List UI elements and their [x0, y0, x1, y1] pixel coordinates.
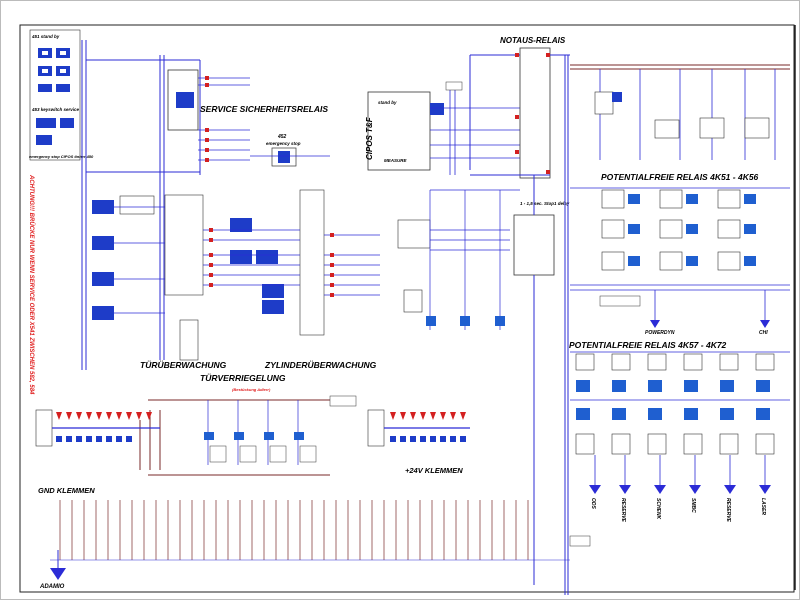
label-451-standby: 451 stand by: [31, 34, 60, 39]
label-452: 452: [277, 134, 287, 140]
timer-label: 1 - 1,5 sec. Stop1 delay: [520, 201, 570, 206]
bus-label-schenk: SCHENK: [655, 498, 661, 520]
bus-label-reserve-2: RESERVE: [725, 498, 731, 523]
service-relay-heading: SERVICE SICHERHEITSRELAIS: [200, 104, 328, 114]
bus-label-reserve-1: RESERVE: [620, 498, 626, 523]
adamio-label: ADAMIO: [39, 584, 65, 590]
potfrei-relays-2: ODS RESERVE SCHENK SMBC RESERVE LASER: [570, 351, 790, 523]
bus-label-ods: ODS: [590, 498, 596, 510]
top-relay-bank: [570, 64, 790, 160]
chi-label: CHI: [759, 330, 768, 336]
label-453-keyswitch: 453 keyswitch service: [31, 107, 80, 112]
bus-label-smbc: SMBC: [690, 498, 696, 513]
potfrei-2-heading: POTENTIALFREIE RELAIS 4K57 - 4K72: [569, 340, 727, 350]
bottom-wire-bundle: [59, 500, 529, 560]
warning-bridge-text: ACHTUNG!!! BRÜCKE NUR WENN SERVICE ODER …: [28, 174, 35, 395]
door-monitoring-heading: TÜRÜBERWACHUNG: [140, 360, 227, 370]
drawing-frame: [19, 24, 795, 593]
left-switch-panel: 451 stand by 453 keyswitch service emerg…: [29, 29, 94, 161]
cipos-heading: CIPOS T&F: [365, 116, 374, 160]
adamio-output: ADAMIO: [39, 550, 66, 590]
door-lock-heading: TÜRVERRIEGELUNG: [200, 373, 286, 383]
door-lock-relays: [139, 395, 357, 476]
door-lock-note: (Bestückung Adlerr): [232, 387, 271, 392]
door-monitoring: TÜRÜBERWACHUNG ZYLINDERÜBERWACHUNG TÜRVE…: [92, 189, 380, 392]
terminal-strips: GND KLEMMEN +24V KLEMMEN: [35, 409, 470, 495]
terminals-24v-heading: +24V KLEMMEN: [405, 466, 463, 475]
notaus-relay: NOTAUS-RELAIS 1 - 1,5 sec. Stop1 delay: [469, 36, 570, 595]
cylinder-monitoring-heading: ZYLINDERÜBERWACHUNG: [264, 360, 377, 370]
bus-label-laser: LASER: [760, 498, 766, 515]
estop-452: 452 emergency stop: [250, 134, 330, 167]
cipos-standby: stand by: [378, 100, 397, 105]
powerdyn-label: POWERDYN: [645, 330, 675, 336]
potfrei-1-heading: POTENTIALFREIE RELAIS 4K51 - 4K56: [601, 172, 759, 182]
measure-label: MEASURE: [384, 158, 408, 163]
label-452-estop: emergency stop: [266, 141, 301, 146]
label-450-estop: emergency stop CIPOS tinher 450: [29, 154, 94, 159]
center-relays: [397, 189, 520, 330]
notaus-heading: NOTAUS-RELAIS: [500, 36, 566, 45]
cipos-box: stand by CIPOS T&F MEASURE: [365, 81, 520, 175]
service-safety-relay: SERVICE SICHERHEITSRELAIS: [167, 69, 328, 162]
potfrei-relays-1: POWERDYN CHI: [570, 187, 790, 336]
gnd-terminals-heading: GND KLEMMEN: [38, 486, 95, 495]
